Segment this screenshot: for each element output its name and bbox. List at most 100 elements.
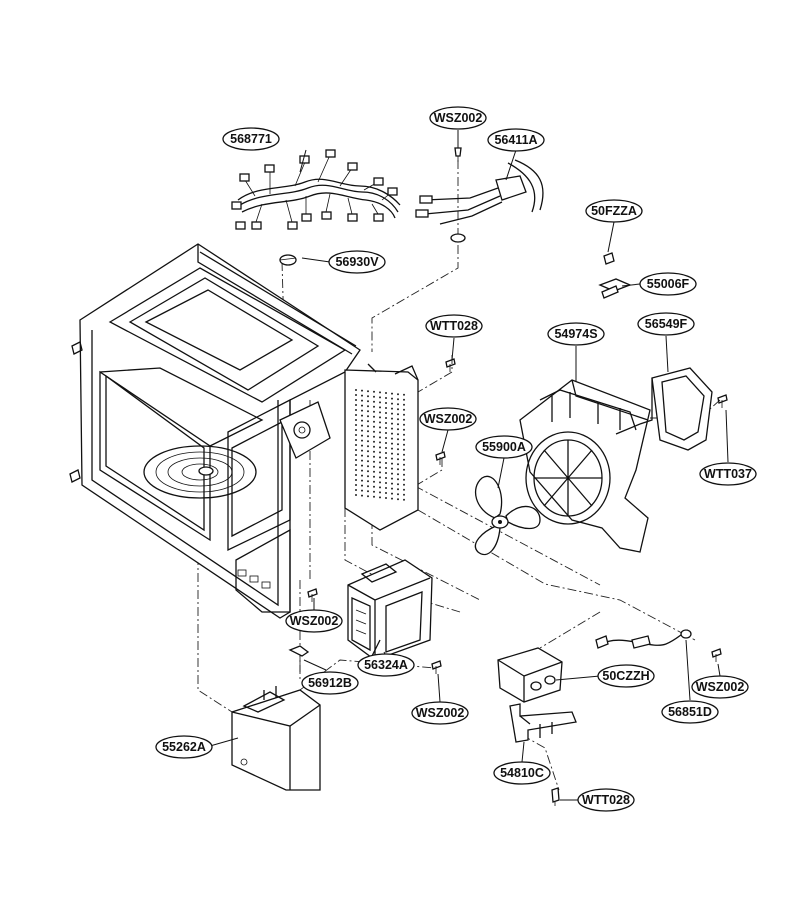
vent-hole — [391, 482, 393, 485]
vent-hole — [403, 488, 405, 491]
vent-hole — [385, 482, 387, 484]
screws — [279, 254, 728, 806]
vent-hole — [397, 428, 399, 431]
vent-hole — [355, 494, 357, 496]
vent-hole — [397, 498, 399, 501]
vent-hole — [385, 477, 387, 479]
vent-hole — [391, 427, 393, 430]
vent-hole — [367, 395, 369, 398]
wire-harness — [231, 149, 401, 230]
callout-56912b: 56912B — [301, 671, 359, 695]
callout-568771: 568771 — [222, 127, 280, 151]
callout-label: 56411A — [494, 133, 537, 147]
vent-hole — [379, 406, 381, 409]
vent-hole — [397, 453, 399, 456]
vent-hole — [373, 420, 375, 423]
vent-hole — [403, 483, 405, 486]
vent-hole — [397, 408, 399, 411]
vent-hole — [385, 422, 387, 424]
vent-hole — [355, 454, 357, 456]
vent-hole — [373, 440, 375, 443]
vent-hole — [355, 424, 357, 426]
callout-55900a: 55900A — [475, 435, 533, 459]
vent-hole — [373, 445, 375, 448]
vent-hole — [397, 438, 399, 441]
vent-hole — [367, 435, 369, 438]
vent-hole — [361, 419, 363, 422]
callout-label: 55900A — [482, 440, 526, 454]
callout-label: WSZ002 — [696, 680, 745, 694]
vent-hole — [367, 475, 369, 478]
vent-hole — [391, 462, 393, 465]
vent-hole — [373, 495, 375, 498]
vent-hole — [367, 440, 369, 443]
vent-hole — [391, 497, 393, 500]
callout-wtt028-a: WTT028 — [425, 314, 483, 338]
vent-hole — [367, 480, 369, 483]
vent-hole — [367, 410, 369, 413]
vent-hole — [355, 469, 357, 471]
vent-hole — [355, 484, 357, 486]
vent-hole — [367, 425, 369, 428]
magnetron — [347, 559, 433, 663]
vent-hole — [367, 420, 369, 423]
capacitor-bracket — [509, 703, 577, 743]
vent-hole — [397, 393, 399, 396]
callout-wtt028-b: WTT028 — [577, 788, 635, 812]
vent-hole — [355, 394, 357, 396]
callout-label: 55262A — [162, 740, 206, 754]
vent-hole — [379, 446, 381, 449]
vent-hole — [367, 415, 369, 418]
vent-hole — [355, 479, 357, 481]
vent-hole — [385, 462, 387, 464]
vent-hole — [367, 485, 369, 488]
vent-hole — [373, 425, 375, 428]
vent-hole — [403, 478, 405, 481]
vent-hole — [355, 399, 357, 401]
callout-54974s: 54974S — [547, 322, 605, 346]
callout-label: 56912B — [308, 676, 352, 690]
callout-label: 56324A — [364, 658, 408, 672]
vent-hole — [355, 444, 357, 446]
vent-hole — [355, 429, 357, 431]
vent-hole — [397, 458, 399, 461]
vent-hole — [361, 469, 363, 472]
vent-hole — [391, 407, 393, 410]
callout-wsz002-c: WSZ002 — [285, 609, 343, 633]
vent-hole — [403, 428, 405, 431]
diode — [595, 629, 692, 649]
vent-hole — [355, 474, 357, 476]
vent-hole — [379, 461, 381, 464]
vent-hole — [391, 472, 393, 475]
vent-hole — [373, 430, 375, 433]
vent-hole — [373, 390, 375, 393]
vent-hole — [373, 410, 375, 413]
vent-hole — [385, 467, 387, 469]
vent-hole — [361, 429, 363, 432]
vent-hole — [379, 401, 381, 404]
vent-hole — [367, 455, 369, 458]
vent-hole — [385, 432, 387, 434]
callout-wtt037: WTT037 — [699, 462, 757, 486]
callout-label: 55006F — [647, 277, 690, 291]
vent-hole — [361, 459, 363, 462]
vent-hole — [373, 485, 375, 488]
vent-hole — [379, 421, 381, 424]
vent-hole — [403, 413, 405, 416]
vent-hole — [373, 405, 375, 408]
vent-hole — [355, 414, 357, 416]
vent-hole — [385, 412, 387, 414]
vent-hole — [367, 450, 369, 453]
vent-hole — [379, 411, 381, 414]
vent-hole — [385, 402, 387, 404]
vent-hole — [385, 417, 387, 419]
vent-hole — [385, 457, 387, 459]
vent-hole — [361, 484, 363, 487]
vent-hole — [355, 464, 357, 466]
vent-hole — [361, 444, 363, 447]
callout-wsz002-e: WSZ002 — [411, 701, 469, 725]
vent-hole — [361, 479, 363, 482]
vent-hole — [379, 471, 381, 474]
vent-hole — [373, 435, 375, 438]
vent-hole — [355, 449, 357, 451]
